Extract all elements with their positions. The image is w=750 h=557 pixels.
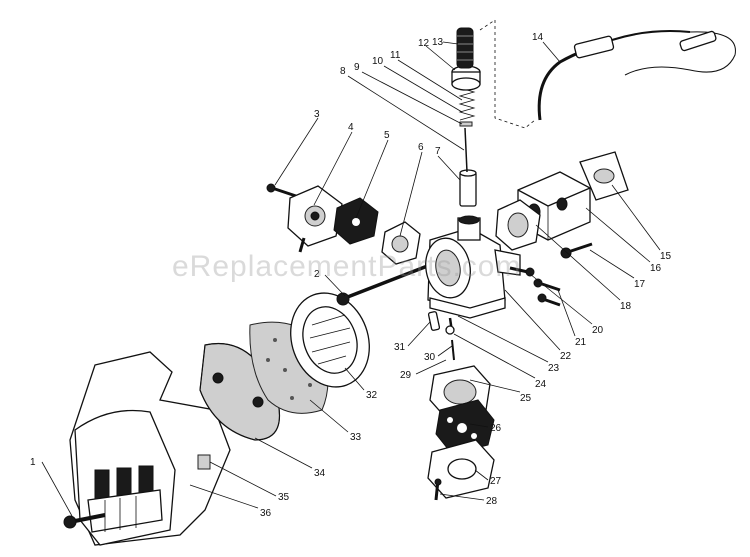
filter-base-plate [290, 292, 370, 388]
jet-needle [464, 127, 468, 173]
block-bolt [560, 242, 593, 259]
callout-labels: 1 2 3 4 5 6 7 8 9 10 11 12 13 14 15 16 1… [30, 32, 672, 519]
callout-5: 5 [384, 130, 390, 141]
metering-cover [427, 439, 495, 499]
callout-11: 11 [390, 50, 401, 61]
callout-18: 18 [620, 301, 632, 312]
leader-lines [41, 41, 661, 517]
return-spring [458, 87, 476, 121]
screw-3 [266, 183, 297, 198]
fuel-pump-cover [287, 185, 343, 253]
callout-9: 9 [354, 62, 360, 73]
callout-12: 12 [418, 38, 430, 49]
callout-16: 16 [650, 263, 662, 274]
callout-15: 15 [660, 251, 672, 262]
air-filter-cover [69, 351, 231, 546]
callout-21: 21 [575, 337, 587, 348]
throttle-cable [479, 19, 736, 129]
carburetor-body [425, 215, 521, 319]
callout-24: 24 [535, 379, 547, 390]
cable-adjuster [456, 27, 474, 69]
pump-gasket [333, 197, 379, 245]
callout-23: 23 [548, 363, 560, 374]
carburetor-cap [451, 65, 481, 91]
callout-22: 22 [560, 351, 572, 362]
callout-31: 31 [394, 342, 406, 353]
callout-36: 36 [260, 508, 272, 519]
callout-6: 6 [418, 142, 424, 153]
callout-7: 7 [435, 146, 441, 157]
intake-gasket [579, 151, 629, 201]
callout-1: 1 [30, 457, 36, 468]
callout-20: 20 [592, 325, 604, 336]
metering-diaphragm [435, 399, 495, 455]
callout-27: 27 [490, 476, 502, 487]
callout-34: 34 [314, 468, 326, 479]
lever-pin [451, 339, 455, 361]
callout-4: 4 [348, 122, 354, 133]
pump-diaphragm [381, 221, 421, 265]
watermark-text: eReplacementParts.com [172, 250, 521, 283]
callout-26: 26 [490, 423, 502, 434]
metering-lever [445, 317, 455, 335]
callout-29: 29 [400, 370, 412, 381]
callout-10: 10 [372, 56, 384, 67]
inlet-needle [427, 311, 441, 331]
callout-33: 33 [350, 432, 362, 443]
callout-2: 2 [314, 269, 320, 280]
throttle-slide [459, 169, 477, 207]
callout-17: 17 [634, 279, 646, 290]
needle-clip [459, 121, 473, 127]
callout-8: 8 [340, 66, 346, 77]
callout-13: 13 [432, 37, 444, 48]
housing-bolt [63, 513, 106, 529]
callout-32: 32 [366, 390, 378, 401]
adjust-screw [537, 293, 561, 307]
callout-3: 3 [314, 109, 320, 120]
callout-14: 14 [532, 32, 544, 43]
cover-screw [434, 478, 442, 501]
mixture-screw [533, 278, 561, 292]
callout-35: 35 [278, 492, 290, 503]
idle-screw [509, 266, 535, 277]
callout-25: 25 [520, 393, 532, 404]
long-mounting-screw [336, 263, 431, 306]
callout-28: 28 [486, 496, 498, 507]
carburetor-gasket [495, 199, 541, 251]
callout-30: 30 [424, 352, 436, 363]
